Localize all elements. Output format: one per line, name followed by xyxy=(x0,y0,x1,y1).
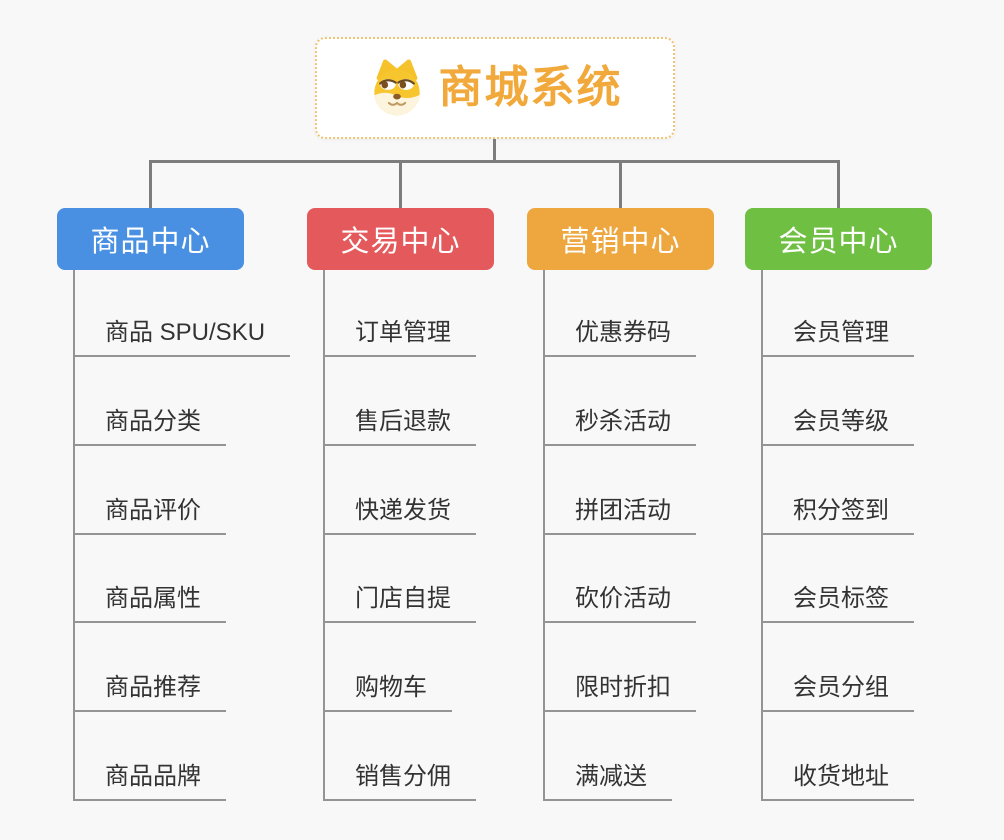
branch-trade: 交易中心 订单管理 售后退款 快递发货 门店自提 购物车 销售分佣 xyxy=(307,208,494,801)
leaf-node[interactable]: 商品分类 xyxy=(73,406,226,446)
branch-header-trade[interactable]: 交易中心 xyxy=(307,208,494,270)
connector-root-drop xyxy=(493,139,496,163)
leaf-node[interactable]: 门店自提 xyxy=(323,583,476,623)
branch-header-marketing[interactable]: 营销中心 xyxy=(527,208,714,270)
leaf-node[interactable]: 商品 SPU/SKU xyxy=(73,317,291,357)
leaf-node[interactable]: 秒杀活动 xyxy=(543,406,696,446)
connector-drop-products xyxy=(149,160,152,208)
leaf-node[interactable]: 快递发货 xyxy=(323,495,476,535)
leaf-node[interactable]: 售后退款 xyxy=(323,406,476,446)
leaf-node[interactable]: 限时折扣 xyxy=(543,672,696,712)
leaf-node[interactable]: 砍价活动 xyxy=(543,583,696,623)
connector-drop-members xyxy=(837,160,840,208)
leaf-node[interactable]: 拼团活动 xyxy=(543,495,696,535)
leaf-node[interactable]: 满减送 xyxy=(543,761,672,801)
dog-face-icon xyxy=(368,59,426,117)
leaf-node[interactable]: 会员标签 xyxy=(761,583,914,623)
leaf-node[interactable]: 销售分佣 xyxy=(323,761,476,801)
leaf-node[interactable]: 积分签到 xyxy=(761,495,914,535)
root-node[interactable]: 商城系统 xyxy=(315,37,675,139)
leaf-node[interactable]: 收货地址 xyxy=(761,761,914,801)
leaf-node[interactable]: 商品属性 xyxy=(73,583,226,623)
branch-members: 会员中心 会员管理 会员等级 积分签到 会员标签 会员分组 收货地址 xyxy=(745,208,932,801)
leaf-node[interactable]: 优惠券码 xyxy=(543,317,696,357)
connector-drop-marketing xyxy=(619,160,622,208)
connector-horizontal xyxy=(149,160,840,163)
branch-products: 商品中心 商品 SPU/SKU 商品分类 商品评价 商品属性 商品推荐 商品品牌 xyxy=(57,208,291,801)
leaf-node[interactable]: 会员等级 xyxy=(761,406,914,446)
branch-marketing: 营销中心 优惠券码 秒杀活动 拼团活动 砍价活动 限时折扣 满减送 xyxy=(527,208,714,801)
branch-header-members[interactable]: 会员中心 xyxy=(745,208,932,270)
leaf-node[interactable]: 订单管理 xyxy=(323,317,476,357)
leaf-node[interactable]: 会员管理 xyxy=(761,317,914,357)
leaf-node[interactable]: 商品推荐 xyxy=(73,672,226,712)
branch-header-products[interactable]: 商品中心 xyxy=(57,208,244,270)
connector-drop-trade xyxy=(399,160,402,208)
root-title: 商城系统 xyxy=(438,63,623,112)
leaf-node[interactable]: 会员分组 xyxy=(761,672,914,712)
leaf-node[interactable]: 商品品牌 xyxy=(73,761,226,801)
leaf-node[interactable]: 购物车 xyxy=(323,672,452,712)
leaf-node[interactable]: 商品评价 xyxy=(73,495,226,535)
